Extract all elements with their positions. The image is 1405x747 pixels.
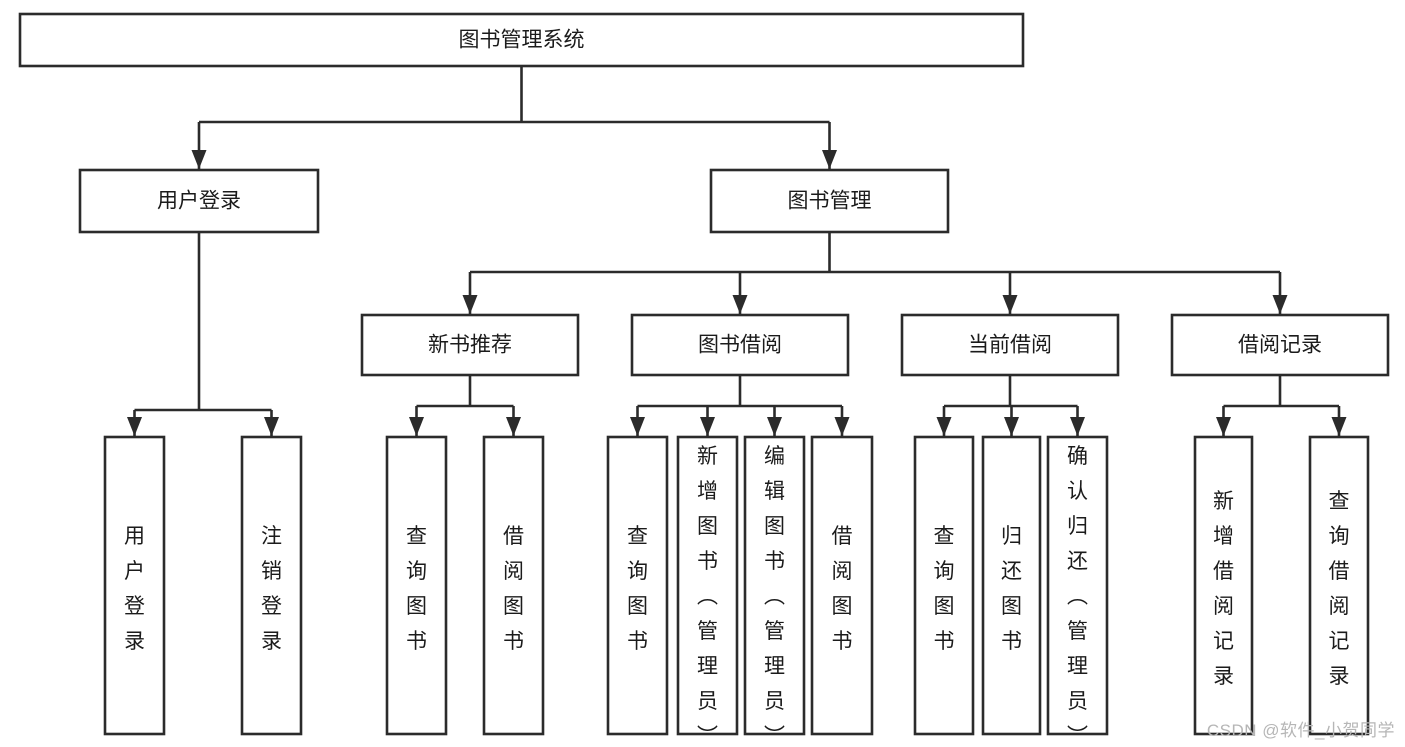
arrow-head-icon xyxy=(1216,417,1231,436)
node-box-leaf-edit-book-admin xyxy=(743,435,806,736)
node-leaf-borrow-book[interactable]: 借阅图书 xyxy=(810,435,874,736)
node-leaf-edit-book-admin[interactable]: 编辑图书︵管理员︶ xyxy=(743,435,806,747)
node-leaf-confirm-return-admin[interactable]: 确认归还︵管理员︶ xyxy=(1046,435,1109,747)
node-box-leaf-return-book xyxy=(981,435,1042,736)
arrow-head-icon xyxy=(1002,295,1018,314)
arrow-head-icon xyxy=(409,417,424,436)
node-box-root xyxy=(18,12,1025,68)
node-label-borrow-record: 借阅记录 xyxy=(1238,334,1322,357)
node-leaf-borrow-book-recommend[interactable]: 借阅图书 xyxy=(482,435,545,736)
node-label-leaf-query-book-recommend: 查询图书 xyxy=(406,525,427,653)
arrow-head-icon xyxy=(936,417,952,436)
arrow-head-icon xyxy=(834,417,850,436)
node-label-leaf-borrow-book: 借阅图书 xyxy=(832,525,853,653)
arrow-head-icon xyxy=(191,150,207,169)
node-leaf-add-book-admin[interactable]: 新增图书︵管理员︶ xyxy=(676,435,739,747)
node-label-leaf-query-book-borrow: 查询图书 xyxy=(627,525,648,653)
node-book-borrow[interactable]: 图书借阅 xyxy=(630,313,850,377)
node-box-leaf-query-book-borrow xyxy=(606,435,669,736)
node-box-borrow-record xyxy=(1170,313,1390,377)
node-leaf-logout[interactable]: 注销登录 xyxy=(240,435,303,736)
arrow-head-icon xyxy=(1272,295,1288,314)
node-box-leaf-add-borrow-record xyxy=(1193,435,1254,736)
node-label-leaf-add-book-admin: 新增图书︵管理员︶ xyxy=(697,445,718,747)
node-label-leaf-borrow-book-recommend: 借阅图书 xyxy=(503,525,524,653)
arrow-head-icon xyxy=(1070,417,1085,436)
node-box-leaf-logout xyxy=(240,435,303,736)
node-label-leaf-query-borrow-record: 查询借阅记录 xyxy=(1329,490,1350,688)
node-box-leaf-query-borrow-record xyxy=(1308,435,1370,736)
node-new-book-recommend[interactable]: 新书推荐 xyxy=(360,313,580,377)
node-label-current-borrow: 当前借阅 xyxy=(968,334,1052,357)
node-borrow-record[interactable]: 借阅记录 xyxy=(1170,313,1390,377)
node-current-borrow[interactable]: 当前借阅 xyxy=(900,313,1120,377)
node-label-new-book-recommend: 新书推荐 xyxy=(428,334,512,357)
node-label-leaf-logout: 注销登录 xyxy=(261,525,282,653)
node-leaf-query-borrow-record[interactable]: 查询借阅记录 xyxy=(1308,435,1370,736)
node-box-leaf-borrow-book xyxy=(810,435,874,736)
node-box-book-borrow xyxy=(630,313,850,377)
node-box-leaf-confirm-return-admin xyxy=(1046,435,1109,736)
node-label-leaf-add-borrow-record: 新增借阅记录 xyxy=(1213,490,1234,688)
node-leaf-query-book-current[interactable]: 查询图书 xyxy=(913,435,975,736)
node-box-leaf-query-book-recommend xyxy=(385,435,448,736)
arrow-head-icon xyxy=(1004,417,1019,436)
node-leaf-query-book-recommend[interactable]: 查询图书 xyxy=(385,435,448,736)
arrow-head-icon xyxy=(822,150,837,169)
arrow-head-icon xyxy=(1331,417,1347,436)
node-box-leaf-add-book-admin xyxy=(676,435,739,736)
nodes-layer: 图书管理系统用户登录图书管理新书推荐图书借阅当前借阅借阅记录用户登录注销登录查询… xyxy=(18,12,1390,747)
connectors-layer xyxy=(127,66,1347,436)
node-leaf-query-book-borrow[interactable]: 查询图书 xyxy=(606,435,669,736)
node-label-leaf-confirm-return-admin: 确认归还︵管理员︶ xyxy=(1067,445,1088,747)
node-root[interactable]: 图书管理系统 xyxy=(18,12,1025,68)
node-label-leaf-return-book: 归还图书 xyxy=(1001,525,1022,653)
arrow-head-icon xyxy=(127,417,142,436)
node-leaf-user-login[interactable]: 用户登录 xyxy=(103,435,166,736)
node-label-leaf-query-book-current: 查询图书 xyxy=(934,525,955,653)
arrow-head-icon xyxy=(732,295,748,314)
arrow-head-icon xyxy=(630,417,645,436)
node-label-user-login: 用户登录 xyxy=(157,190,241,213)
node-box-leaf-borrow-book-recommend xyxy=(482,435,545,736)
node-box-current-borrow xyxy=(900,313,1120,377)
arrow-head-icon xyxy=(462,295,478,314)
node-box-new-book-recommend xyxy=(360,313,580,377)
arrow-head-icon xyxy=(506,417,521,436)
arrow-head-icon xyxy=(700,417,715,436)
node-label-leaf-user-login: 用户登录 xyxy=(124,525,145,653)
node-label-book-borrow: 图书借阅 xyxy=(698,334,782,357)
node-book-management[interactable]: 图书管理 xyxy=(709,168,950,234)
arrow-head-icon xyxy=(264,417,279,436)
node-leaf-add-borrow-record[interactable]: 新增借阅记录 xyxy=(1193,435,1254,736)
node-label-leaf-edit-book-admin: 编辑图书︵管理员︶ xyxy=(764,445,785,747)
node-box-leaf-query-book-current xyxy=(913,435,975,736)
node-leaf-return-book[interactable]: 归还图书 xyxy=(981,435,1042,736)
arrow-head-icon xyxy=(767,417,782,436)
node-user-login[interactable]: 用户登录 xyxy=(78,168,320,234)
node-box-book-management xyxy=(709,168,950,234)
node-label-root: 图书管理系统 xyxy=(459,29,585,52)
node-label-book-management: 图书管理 xyxy=(788,190,872,213)
node-box-leaf-user-login xyxy=(103,435,166,736)
node-box-user-login xyxy=(78,168,320,234)
